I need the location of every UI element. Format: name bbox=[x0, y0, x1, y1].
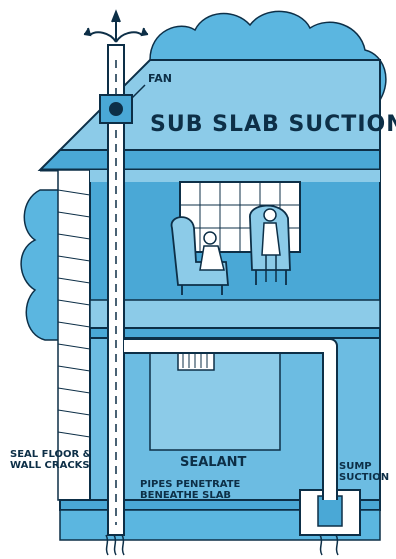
seal-floor-line2: WALL CRACKS bbox=[10, 461, 91, 472]
sealant-label: SEALANT bbox=[180, 456, 246, 470]
sump-line2: SUCTION bbox=[339, 473, 389, 484]
sump-line1: SUMP bbox=[339, 462, 389, 473]
pipes-penetrate-label: PIPES PENETRATE BENEATHE SLAB bbox=[140, 480, 240, 501]
diagram-title: SUB SLAB SUCTION bbox=[150, 113, 396, 136]
living-room bbox=[90, 170, 380, 330]
airflow-arrow-icon bbox=[84, 12, 148, 42]
vent-icon bbox=[178, 352, 214, 370]
pipes-line2: BENEATHE SLAB bbox=[140, 491, 240, 502]
fan-label: FAN bbox=[148, 73, 172, 85]
upper-floor-slab bbox=[90, 328, 380, 338]
seal-floor-line1: SEAL FLOOR & bbox=[10, 450, 91, 461]
sump-suction-label: SUMP SUCTION bbox=[339, 462, 389, 483]
pipes-line1: PIPES PENETRATE bbox=[140, 480, 240, 491]
seal-floor-label: SEAL FLOOR & WALL CRACKS bbox=[10, 450, 91, 471]
